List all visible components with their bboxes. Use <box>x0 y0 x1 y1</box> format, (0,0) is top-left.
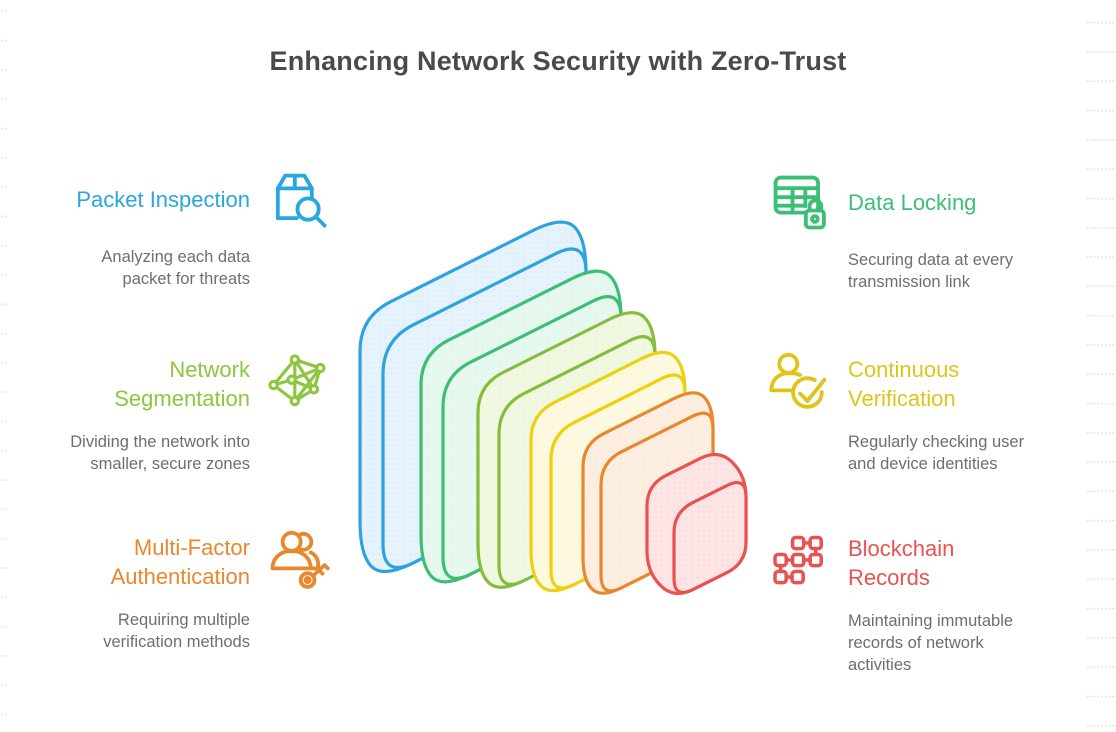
user-body <box>769 371 802 393</box>
feature-multi-factor-authentication: Multi-Factor Authentication Requiring mu… <box>52 523 332 653</box>
front-user-body <box>270 549 313 571</box>
feature-icon-box <box>264 528 332 596</box>
key-stem <box>310 563 330 578</box>
feature-icon-box <box>264 165 332 233</box>
feature-head: Network Segmentation <box>52 345 332 423</box>
lock-keyhole <box>810 214 820 224</box>
feature-title: Network Segmentation <box>114 357 250 411</box>
page-title: Enhancing Network Security with Zero-Tru… <box>269 46 847 77</box>
table-outline <box>773 175 820 215</box>
graph-edges <box>271 357 322 403</box>
user-head <box>777 352 800 375</box>
table-grid-lines <box>773 186 820 215</box>
graph-node <box>286 374 297 385</box>
graph-node <box>308 384 320 395</box>
front-user-head <box>280 530 303 553</box>
feature-title: Continuous Verification <box>848 357 960 411</box>
magnifier-lens <box>295 196 321 222</box>
feature-description: Securing data at every transmission link <box>848 251 1014 291</box>
graph-node <box>268 379 279 391</box>
lock-shackle <box>807 198 824 213</box>
magnifier-handle <box>314 215 327 228</box>
key-hole <box>303 576 312 585</box>
feature-description: Analyzing each data packet for threats <box>101 248 250 288</box>
feature-head: Packet Inspection <box>52 160 332 238</box>
users-key-icon <box>270 530 330 589</box>
feature-continuous-verification: Continuous Verification Regularly checki… <box>766 345 1046 475</box>
network-graph-icon <box>268 354 326 407</box>
feature-description: Dividing the network into smaller, secur… <box>70 433 250 473</box>
feature-packet-inspection: Packet Inspection Analyzing each data pa… <box>52 160 332 290</box>
feature-data-locking: Data Locking Securing data at every tran… <box>766 163 1046 293</box>
feature-icon-box <box>766 350 834 418</box>
feature-head: Continuous Verification <box>766 345 1046 423</box>
feature-head: Multi-Factor Authentication <box>52 523 332 601</box>
blockchain-icon <box>773 535 824 585</box>
block-links <box>778 541 818 579</box>
feature-description: Requiring multiple verification methods <box>103 611 250 651</box>
feature-title: Packet Inspection <box>76 186 250 212</box>
feature-icon-box <box>264 350 332 418</box>
feature-icon-box <box>766 168 834 236</box>
check-circle <box>791 376 824 409</box>
feature-title: Multi-Factor Authentication <box>110 535 250 589</box>
feature-icon-box <box>766 529 834 597</box>
feature-blockchain-records: Blockchain Records Maintaining immutable… <box>766 524 1046 676</box>
graph-node <box>289 395 301 407</box>
feature-head: Blockchain Records <box>766 524 1046 602</box>
feature-network-segmentation: Network Segmentation <box>52 345 332 475</box>
layer-red-face-texture <box>674 482 746 593</box>
feature-title: Blockchain Records <box>848 536 955 590</box>
package-search-icon <box>275 173 327 228</box>
feature-title: Data Locking <box>848 189 977 215</box>
graph-node <box>289 354 301 365</box>
feature-description: Regularly checking user and device ident… <box>848 433 1025 473</box>
feature-head: Data Locking <box>766 163 1046 241</box>
check-mark <box>798 377 827 403</box>
back-user-body <box>308 550 321 571</box>
key-bow <box>298 571 317 589</box>
table-lock-icon <box>773 175 826 230</box>
feature-description: Maintaining immutable records of network… <box>848 612 1014 674</box>
lock-body <box>803 208 826 230</box>
user-check-icon <box>769 352 827 409</box>
graph-node <box>315 362 326 374</box>
